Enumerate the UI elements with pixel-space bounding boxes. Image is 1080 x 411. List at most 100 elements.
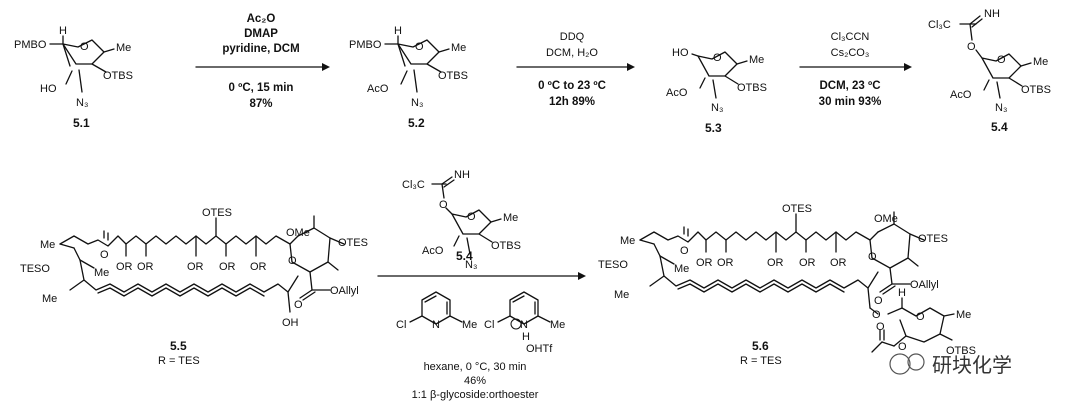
ester-o-label: O [680, 245, 689, 257]
reagent-ac2o: Ac₂O [247, 13, 276, 25]
nh-label: NH [984, 8, 1000, 20]
step-1: Ac₂O DMAP pyridine, DCM 0 ºC, 15 min 87% [195, 13, 330, 110]
ome-label: OMe [874, 213, 898, 225]
h-label: H [394, 25, 402, 37]
donor-label-5-4: 5.4 [456, 249, 473, 263]
or-label-5: OR [830, 257, 847, 269]
watermark: 研块化学 [889, 353, 1012, 377]
base1-n-label: N [432, 319, 440, 331]
compound-5-1: PMBO H O Me HO OTBS N₃ 5.1 [14, 25, 133, 130]
condition-temp-time: 0 ºC, 15 min [229, 82, 294, 94]
acetate-carbonyl-o-label: O [876, 321, 885, 333]
step-2: DDQ DCM, H₂O 0 ºC to 23 ºC 12h 89% [516, 31, 635, 108]
otes-label-1: OTES [202, 207, 232, 219]
compound-label-5-2: 5.2 [408, 116, 425, 130]
carbonyl-o-label: O [874, 295, 883, 307]
otes-label-2: OTES [338, 237, 368, 249]
me-label: Me [1033, 56, 1048, 68]
compound-5-3: HO O Me AcO OTBS N₃ 5.3 [666, 47, 767, 135]
n3-label: N₃ [411, 97, 423, 109]
compound-label-5-5: 5.5 [170, 339, 187, 353]
me-label-3: Me [42, 293, 57, 305]
reagent-pyridine: pyridine, DCM [222, 43, 299, 55]
n3-label: N₃ [76, 97, 88, 109]
h-label: H [59, 25, 67, 37]
n3-label: N₃ [995, 102, 1007, 114]
aco-label: AcO [950, 89, 972, 101]
or-label-1: OR [696, 257, 713, 269]
reagent-trichloroacetonitrile: Cl₃CCN [831, 31, 870, 43]
condition-solvent-temp: hexane, 0 °C, 30 min [424, 361, 527, 373]
otbs-label: OTBS [103, 70, 133, 82]
aco-label: AcO [367, 83, 389, 95]
r-definition: R = TES [158, 355, 200, 367]
ring-o-label: O [467, 211, 476, 223]
base2-n-label: N [520, 319, 528, 331]
reagent-solvent: DCM, H₂O [546, 47, 598, 59]
compound-label-5-3: 5.3 [705, 121, 722, 135]
otes-label-1: OTES [782, 203, 812, 215]
condition-temp: 0 ºC to 23 ºC [538, 80, 606, 92]
otbs-label: OTBS [737, 82, 767, 94]
cl3c-label: Cl₃C [928, 19, 951, 31]
ome-label: OMe [286, 227, 310, 239]
or-label-2: OR [717, 257, 734, 269]
or-label-3: OR [767, 257, 784, 269]
condition-selectivity: 1:1 β-glycoside:orthoester [412, 389, 539, 401]
otbs-label: OTBS [491, 240, 521, 252]
condition-time-yield: 30 min 93% [819, 96, 882, 108]
me-label: Me [620, 235, 635, 247]
step-3: Cl₃CCN Cs₂CO₃ DCM, 23 ºC 30 min 93% [799, 31, 912, 108]
reagent-dmap: DMAP [244, 28, 278, 40]
step-4: Cl₃C NH O O Me AcO OTBS N₃ 5.4 Cl N Me C… [377, 169, 586, 401]
base2-me-label: Me [550, 319, 565, 331]
acetate-o-label: O [898, 341, 907, 353]
otes-label-2: OTES [918, 233, 948, 245]
sugar-o-label: O [916, 311, 925, 323]
base1-cl-label: Cl [396, 319, 406, 331]
me-label-3: Me [614, 289, 629, 301]
glycosidic-o-label: O [872, 309, 881, 321]
watermark-text: 研块化学 [932, 353, 1012, 377]
compound-label-5-6: 5.6 [752, 339, 769, 353]
condition-yield: 46% [464, 375, 486, 387]
ring-o-label: O [288, 255, 297, 267]
condition-time-yield: 12h 89% [549, 96, 595, 108]
me-label: Me [40, 239, 55, 251]
oallyl-label: OAllyl [330, 285, 359, 297]
base2-cl-label: Cl [484, 319, 494, 331]
imidate-o-label: O [439, 199, 448, 211]
ho-label: HO [40, 83, 57, 95]
aco-label: AcO [422, 245, 444, 257]
otbs-label: OTBS [438, 70, 468, 82]
condition-yield: 87% [249, 98, 272, 110]
ring-o-label: O [997, 54, 1006, 66]
compound-label-5-1: 5.1 [73, 116, 90, 130]
sugar-otbs-label: OTBS [946, 345, 976, 357]
oh-label: OH [282, 317, 299, 329]
base1-me-label: Me [462, 319, 477, 331]
ring-o-label: O [868, 251, 877, 263]
compound-5-2: PMBO H O Me AcO OTBS N₃ 5.2 [349, 25, 468, 130]
base2-h-label: H [522, 331, 530, 343]
or-label-5: OR [250, 261, 267, 273]
nh-label: NH [454, 169, 470, 181]
pmbo-label: PMBO [14, 39, 47, 51]
condition-solvent-temp: DCM, 23 ºC [819, 80, 880, 92]
reagent-ddq: DDQ [560, 31, 585, 43]
n3-label: N₃ [711, 102, 723, 114]
ester-o-label: O [100, 249, 109, 261]
aco-label: AcO [666, 87, 688, 99]
me-label-2: Me [94, 267, 109, 279]
me-label: Me [451, 42, 466, 54]
anomeric-h-label: H [898, 287, 906, 299]
me-label: Me [503, 212, 518, 224]
or-label-4: OR [219, 261, 236, 273]
ring-o-label: O [80, 41, 89, 53]
teso-label: TESO [598, 259, 628, 271]
pmbo-label: PMBO [349, 39, 382, 51]
n3-label: N₃ [465, 259, 477, 271]
me-label: Me [749, 54, 764, 66]
oallyl-label: OAllyl [910, 279, 939, 291]
